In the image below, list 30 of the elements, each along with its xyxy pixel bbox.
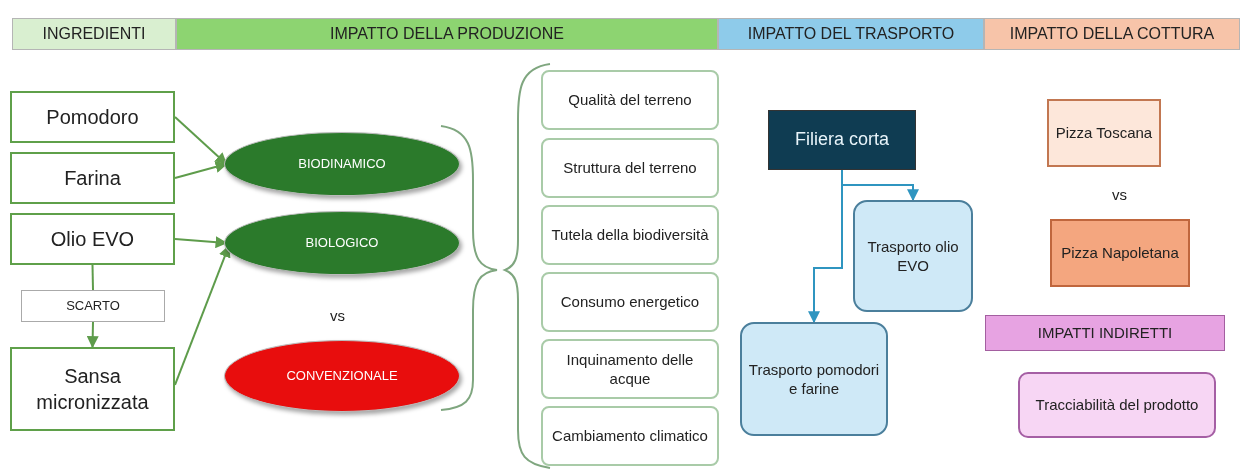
comparison-text: vs	[330, 307, 345, 324]
arrow	[808, 169, 843, 324]
arrow	[86, 321, 99, 349]
transport-box: Trasporto olio EVO	[853, 200, 973, 312]
category-box: Filiera corta	[768, 110, 916, 170]
connector-line	[91, 264, 94, 291]
transport-box: Trasporto pomodori e farine	[740, 322, 888, 436]
ingredient-box: Olio EVO	[10, 213, 175, 265]
method-ellipse: CONVENZIONALE	[224, 340, 460, 412]
method-ellipse: BIODINAMICO	[224, 132, 460, 196]
comparison-text: vs	[1112, 186, 1127, 203]
impact-box: Inquinamento delle acque	[541, 339, 719, 399]
ingredient-box: Farina	[10, 152, 175, 204]
header-band: IMPATTO DEL TRASPORTO	[718, 18, 984, 50]
impact-box: Qualità del terreno	[541, 70, 719, 130]
header-band: IMPATTO DELLA COTTURA	[984, 18, 1240, 50]
header-band: IMPATTO DELLA PRODUZIONE	[176, 18, 718, 50]
impact-box: Consumo energetico	[541, 272, 719, 332]
pizza-box: Pizza Toscana	[1047, 99, 1161, 167]
ingredient-box: Pomodoro	[10, 91, 175, 143]
pizza-box: Pizza Napoletana	[1050, 219, 1190, 287]
process-box: SCARTO	[21, 290, 165, 322]
traceability-box: Tracciabilità del prodotto	[1018, 372, 1216, 438]
impact-box: Struttura del terreno	[541, 138, 719, 198]
header-band: INGREDIENTI	[12, 18, 176, 50]
ingredient-box: Sansa micronizzata	[10, 347, 175, 431]
method-ellipse: BIOLOGICO	[224, 211, 460, 275]
impact-box: Tutela della biodiversità	[541, 205, 719, 265]
category-bar: IMPATTI INDIRETTI	[985, 315, 1225, 351]
impact-box: Cambiamento climatico	[541, 406, 719, 466]
